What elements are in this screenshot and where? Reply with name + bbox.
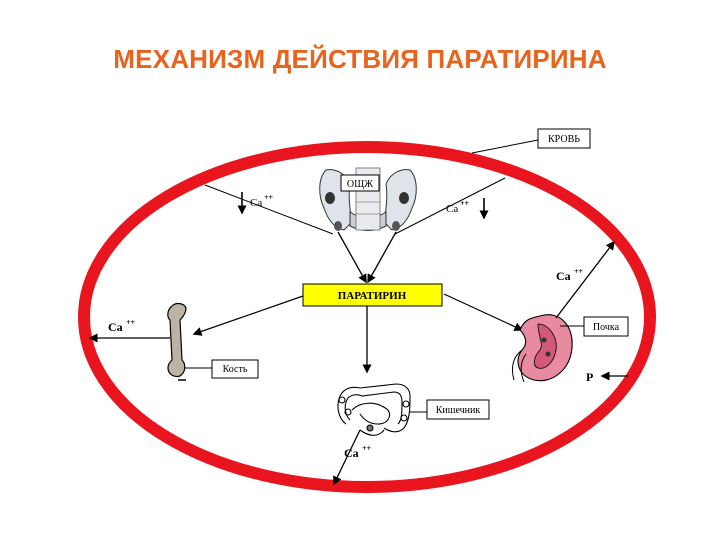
pth-to-bone-arrow bbox=[192, 295, 304, 336]
ca-blood-right-charge: ++ bbox=[460, 199, 470, 208]
ca-signal-line-left bbox=[204, 184, 334, 235]
ca-blood-left: Ca bbox=[250, 197, 262, 209]
kidney-label-box bbox=[583, 316, 629, 337]
kidney-label: Почка bbox=[593, 322, 620, 333]
ca-bone-charge: ++ bbox=[126, 318, 136, 327]
blood-ellipse bbox=[78, 141, 656, 493]
femur-bone-icon bbox=[167, 302, 187, 381]
intestine-icon bbox=[337, 383, 411, 436]
ca-intestine-charge: ++ bbox=[362, 444, 372, 453]
bone-label-box bbox=[211, 359, 259, 379]
kidney-icon bbox=[511, 314, 573, 383]
phosphorus-label: P bbox=[586, 370, 593, 384]
ca-intestine: Ca bbox=[344, 446, 359, 460]
ca-kidney: Ca bbox=[556, 269, 571, 283]
ca-bone: Ca bbox=[108, 320, 123, 334]
blood-label: КРОВЬ bbox=[548, 134, 580, 145]
gland-label: ОЩЖ bbox=[347, 179, 373, 190]
blood-label-box bbox=[537, 128, 591, 149]
kidney-ca-reabsorption-arrow bbox=[555, 240, 615, 319]
ca-signal-line-right bbox=[394, 177, 506, 235]
gland-to-pth-arrow-right bbox=[367, 231, 397, 284]
blood-pointer-line bbox=[471, 139, 539, 154]
bone-label: Кость bbox=[223, 364, 248, 375]
gland-label-box bbox=[340, 174, 380, 192]
intestine-ca-absorption-arrow bbox=[333, 429, 361, 486]
pth-to-kidney-arrow bbox=[443, 293, 524, 331]
intestine-label: Кишечник bbox=[436, 405, 481, 416]
ca-kidney-charge: ++ bbox=[574, 267, 584, 276]
ca-blood-right: Ca bbox=[446, 203, 458, 215]
hormone-label: ПАРАТИРИН bbox=[338, 290, 407, 302]
ca-blood-left-charge: ++ bbox=[264, 193, 274, 202]
intestine-label-box bbox=[426, 399, 490, 420]
hormone-box bbox=[302, 283, 443, 307]
slide-title: МЕХАНИЗМ ДЕЙСТВИЯ ПАРАТИРИНА bbox=[113, 44, 607, 74]
gland-to-pth-arrow-left bbox=[337, 231, 367, 284]
